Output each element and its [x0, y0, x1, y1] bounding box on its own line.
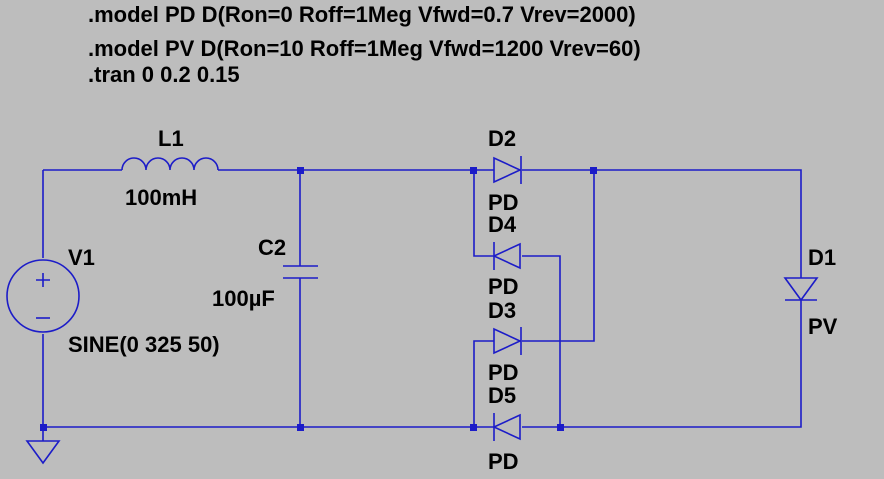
junction-dot: [40, 424, 47, 431]
junction-dot: [297, 167, 304, 174]
junction-dot: [470, 424, 477, 431]
c2-value: 100µF: [212, 286, 275, 311]
wire-d4-anode[interactable]: [522, 255, 561, 427]
d2-model: PD: [488, 190, 519, 215]
junction-dot: [557, 424, 564, 431]
wire-positive-rail[interactable]: [522, 169, 802, 278]
inductor-l1[interactable]: [121, 157, 219, 171]
capacitor-c2[interactable]: [283, 265, 318, 279]
wire-negative-rail[interactable]: [522, 300, 802, 428]
wires: [42, 169, 802, 441]
directive-model-pd[interactable]: .model PD D(Ron=0 Roff=1Meg Vfwd=0.7 Vre…: [88, 2, 636, 27]
diode-d2[interactable]: [493, 156, 522, 184]
junction-dot: [297, 424, 304, 431]
diode-triangle: [783, 277, 819, 302]
l1-value: 100mH: [125, 185, 197, 210]
v1-name: V1: [68, 245, 95, 270]
diode-d4[interactable]: [492, 242, 521, 270]
directive-tran[interactable]: .tran 0 0.2 0.15: [88, 62, 240, 87]
d5-model: PD: [488, 449, 519, 474]
d4-model: PD: [488, 274, 519, 299]
diode-triangle: [493, 327, 522, 355]
junction-dot: [590, 167, 597, 174]
d3-model: PD: [488, 360, 519, 385]
wire-d4-cathode[interactable]: [473, 170, 494, 257]
d4-name: D4: [488, 212, 517, 237]
d2-name: D2: [488, 126, 516, 151]
diode-triangle: [492, 242, 521, 270]
l1-name: L1: [158, 126, 184, 151]
diode-triangle: [493, 156, 522, 184]
d5-name: D5: [488, 383, 516, 408]
d1-name: D1: [808, 245, 836, 270]
junction-dot: [470, 167, 477, 174]
directive-model-pv[interactable]: .model PV D(Ron=10 Roff=1Meg Vfwd=1200 V…: [88, 36, 641, 61]
d3-name: D3: [488, 298, 516, 323]
junctions: [40, 167, 597, 431]
source-circle: [6, 259, 80, 333]
voltage-source-v1[interactable]: [6, 259, 80, 333]
diode-triangle: [492, 413, 521, 441]
diode-d1[interactable]: [783, 277, 819, 302]
c2-name: C2: [258, 235, 286, 260]
d1-model: PV: [808, 314, 838, 339]
v1-value: SINE(0 325 50): [68, 332, 220, 357]
diode-d3[interactable]: [493, 327, 522, 355]
source-plus-sign: [36, 273, 50, 287]
wire-d3-anode[interactable]: [473, 340, 494, 427]
diode-d5[interactable]: [492, 413, 521, 441]
ground-symbol[interactable]: [25, 440, 61, 465]
wire-d3-cathode[interactable]: [522, 170, 595, 342]
